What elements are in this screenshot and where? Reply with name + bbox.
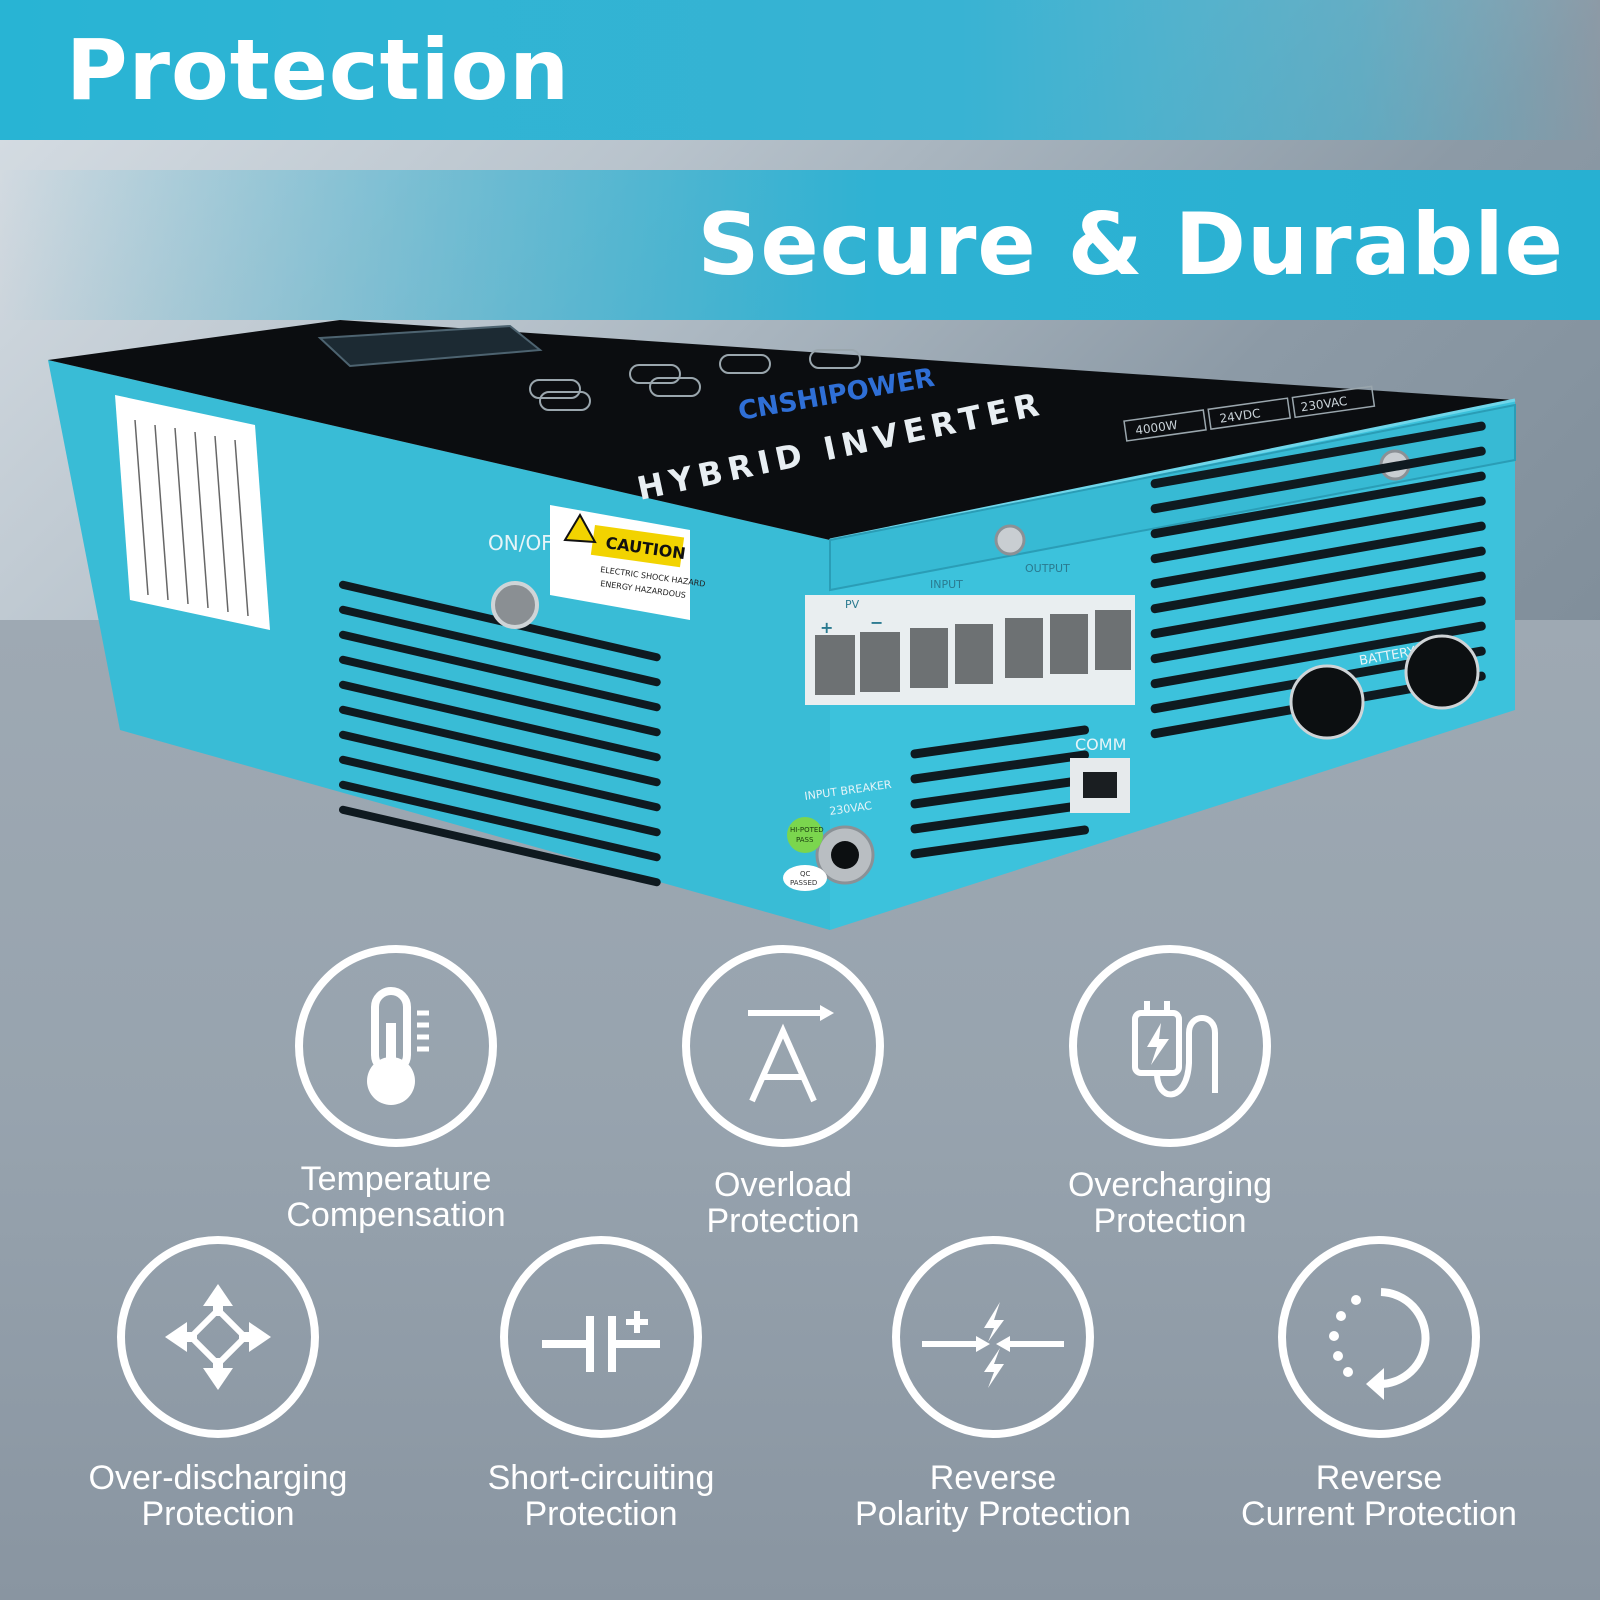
qc-sticker [783,865,827,891]
feature-ring [295,945,497,1147]
feature-label-line1: Short-circuiting [487,1459,715,1497]
feature-label-line1: Temperature [300,1160,492,1198]
feature-label-line1: Overcharging [1067,1166,1273,1204]
feature-label: Short-circuiting Protection [421,1460,781,1532]
terminal-output-l[interactable] [1050,614,1088,674]
qc-text-1: QC [800,870,811,878]
arrows-cross-icon [165,1284,271,1390]
secure-durable-banner: Secure & Durable [0,170,1600,320]
feature-over-discharging: Over-discharging Protection [38,1236,398,1532]
pv-minus: − [870,613,883,632]
panel-button-2[interactable] [629,364,681,384]
feature-label: Overcharging Protection [990,1167,1350,1239]
ampere-icon [748,1005,834,1103]
feature-label-line1: Reverse [1315,1459,1443,1497]
feature-label-line2: Protection [706,1202,860,1240]
feature-overcharging: Overcharging Protection [990,945,1350,1239]
comm-label: COMM [1075,735,1126,754]
feature-ring [1069,945,1271,1147]
feature-ring [117,1236,319,1438]
charging-plug-icon [1132,1001,1218,1098]
feature-temperature: Temperature Compensation [216,945,576,1233]
feature-ring [682,945,884,1147]
hipot-sticker [787,817,823,853]
hybrid-inverter: CNSHIPOWER HYBRID INVERTER 4000W 24VDC 2… [40,310,1560,950]
hipot-text-2: PASS [796,836,814,844]
feature-overload: Overload Protection [603,945,963,1239]
feature-label: Reverse Current Protection [1199,1460,1559,1532]
input-label: INPUT [930,578,963,591]
qc-text-2: PASSED [790,879,817,887]
feature-ring [892,1236,1094,1438]
feature-ring [500,1236,702,1438]
spec-badge-dc: 24VDC [1219,406,1262,426]
feature-label-line2: Polarity Protection [855,1495,1131,1533]
battery-port-positive[interactable] [1289,664,1365,740]
feature-label-line2: Current Protection [1241,1495,1517,1533]
terminal-pv-minus[interactable] [860,632,900,692]
feature-label-line1: Overload [714,1166,852,1204]
hipot-text-1: HI-POTED [790,826,824,834]
thermometer-icon [367,987,429,1105]
panel-button-4[interactable] [809,349,861,369]
spec-sticker [115,395,270,630]
feature-short-circuiting: Short-circuiting Protection [421,1236,781,1532]
side-vents [338,580,661,887]
terminal-pv-plus[interactable] [815,635,855,695]
feature-label-line1: Reverse [929,1459,1057,1497]
output-label: OUTPUT [1025,562,1070,575]
panel-button-6[interactable] [649,377,701,397]
breaker-label-2: 230VAC [829,799,874,818]
protection-banner: Protection [0,0,1600,140]
reverse-current-icon [1329,1288,1430,1400]
feature-ring [1278,1236,1480,1438]
panel-button-1[interactable] [529,379,581,399]
spec-badge-ac: 230VAC [1300,394,1348,414]
feature-label-line1: Over-discharging [88,1459,348,1497]
feature-reverse-current: Reverse Current Protection [1199,1236,1559,1532]
banner-subtitle: Secure & Durable [697,195,1564,295]
feature-label-line2: Protection [141,1495,295,1533]
terminal-input-l[interactable] [910,628,948,688]
feature-label: Temperature Compensation [216,1161,576,1233]
feature-label-line2: Protection [524,1495,678,1533]
battery-port-negative[interactable] [1404,634,1480,710]
thumb-screw-left[interactable] [994,524,1026,556]
capacitor-icon [542,1311,660,1372]
feature-reverse-polarity: Reverse Polarity Protection [813,1236,1173,1532]
reverse-polarity-icon [922,1302,1064,1388]
banner-title: Protection [66,21,571,119]
panel-button-3[interactable] [719,354,771,374]
terminal-output-n[interactable] [1005,618,1043,678]
pv-label: PV [845,598,860,611]
inverter-top-panel [48,320,1515,540]
feature-label: Over-discharging Protection [38,1460,398,1532]
feature-label-line2: Compensation [286,1196,506,1234]
terminal-ground[interactable] [1095,610,1131,670]
panel-button-5[interactable] [539,391,591,411]
spec-badge-power: 4000W [1134,418,1178,438]
feature-label: Overload Protection [603,1167,963,1239]
terminal-input-n[interactable] [955,624,993,684]
feature-label-line2: Protection [1093,1202,1247,1240]
feature-label: Reverse Polarity Protection [813,1460,1173,1532]
power-button[interactable] [491,581,539,629]
pv-plus: + [820,618,833,637]
lcd-display [317,324,543,368]
